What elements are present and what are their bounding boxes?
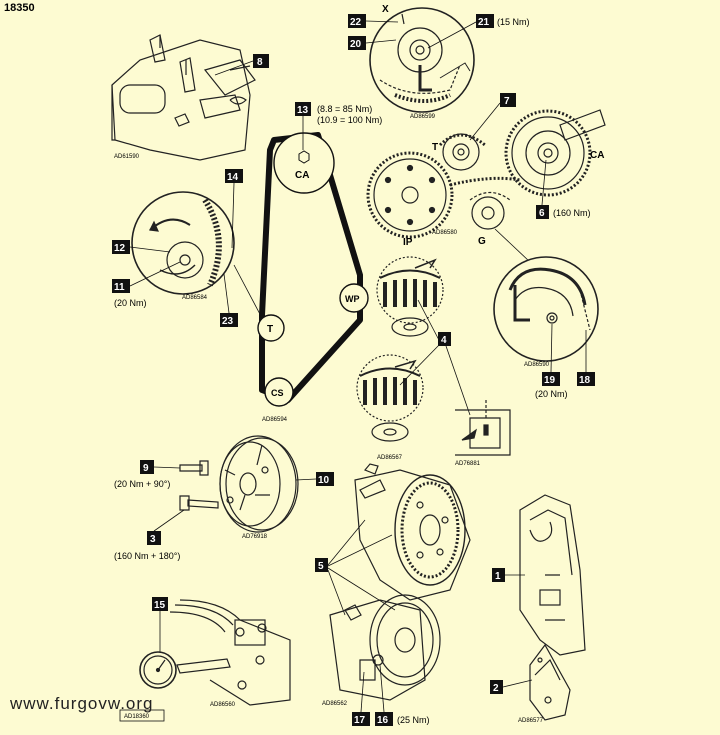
engine-block-illustration	[354, 463, 471, 601]
figure-code: AD86590	[524, 362, 550, 368]
callout-11: 11	[114, 282, 125, 293]
pump-bracket-detail	[455, 400, 511, 456]
document-number: 18350	[4, 2, 35, 14]
torque-9: (20 Nm + 90°)	[114, 479, 170, 489]
callout-12: 12	[114, 243, 126, 254]
tensioner-detail-circle	[369, 7, 475, 113]
figure-code: AD61590	[114, 154, 140, 160]
timing-mark-detail-lower	[356, 354, 424, 442]
label-g: G	[478, 236, 486, 247]
callout-17: 17	[354, 715, 366, 726]
label-ip: IP	[403, 237, 413, 248]
callout-23: 23	[222, 316, 234, 327]
figure-code: AD86562	[322, 701, 348, 707]
timing-mark-detail-upper	[376, 256, 444, 337]
crank-sprocket-detail-circle	[131, 191, 235, 295]
figure-code: AD76918	[242, 534, 268, 540]
callout-7: 7	[504, 96, 510, 107]
torque-21: (15 Nm)	[497, 17, 530, 27]
label-t: T	[432, 142, 438, 153]
idler-g-detail	[469, 191, 511, 230]
callout-4: 4	[441, 335, 447, 346]
water-pump-pulley: WP	[339, 283, 369, 313]
pulley-label-wp: WP	[345, 294, 360, 304]
callout-6: 6	[539, 208, 545, 219]
callout-16: 16	[377, 715, 389, 726]
torque-3: (160 Nm + 180°)	[114, 551, 180, 561]
timing-belt-cover	[519, 494, 586, 656]
idler-detail-circle	[493, 256, 599, 362]
injection-pump-sprocket	[366, 151, 521, 239]
torque-19: (20 Nm)	[535, 389, 568, 399]
callout-9: 9	[143, 463, 149, 474]
lower-cover-bracket	[529, 643, 571, 721]
torque-6: (160 Nm)	[553, 208, 591, 218]
callout-3: 3	[150, 534, 156, 545]
cylinder-head-illustration	[111, 34, 256, 161]
figure-code: AD76881	[455, 461, 481, 467]
pulley-label-ca: CA	[295, 170, 309, 181]
tensioner-sprocket-detail	[438, 133, 486, 171]
injection-pump-lower	[329, 594, 441, 701]
crankshaft-sprocket: CS	[264, 377, 294, 407]
tensioner-pulley: T	[257, 314, 285, 342]
torque-13-grade-109: (10.9 = 100 Nm)	[317, 115, 382, 125]
callout-14: 14	[227, 172, 239, 183]
pulley-label-t: T	[267, 324, 273, 335]
callout-18: 18	[579, 375, 591, 386]
figure-code-boxed: AD18360	[124, 714, 150, 720]
callout-2: 2	[493, 683, 499, 694]
callout-22: 22	[350, 17, 362, 28]
callout-5: 5	[318, 561, 324, 572]
callout-21: 21	[478, 17, 490, 28]
label-ca: CA	[590, 150, 604, 161]
crankshaft-bolt	[179, 495, 219, 511]
callout-13: 13	[297, 105, 309, 116]
camshaft-pulley: CA	[273, 132, 335, 194]
callout-10: 10	[318, 475, 330, 486]
figure-code: AD86580	[432, 230, 458, 236]
callout-19: 19	[544, 375, 556, 386]
pulley-bolt-small	[179, 460, 209, 476]
torque-16: (25 Nm)	[397, 715, 430, 725]
dial-gauge-illustration	[139, 599, 291, 706]
torque-11: (20 Nm)	[114, 298, 147, 308]
figure-code: AD86584	[182, 295, 208, 301]
watermark: www.furgovw.org	[10, 694, 154, 713]
figure-code: AD86577	[518, 718, 544, 724]
figure-code: AD86567	[377, 455, 403, 461]
callout-8: 8	[257, 57, 263, 68]
figure-code: AD86560	[210, 702, 236, 708]
camshaft-sprocket-detail	[504, 109, 606, 197]
label-x: X	[382, 4, 389, 15]
figure-code: AD86594	[262, 417, 288, 423]
figure-code: AD86599	[410, 114, 436, 120]
crankshaft-pulley	[219, 435, 299, 533]
torque-13-grade-88: (8.8 = 85 Nm)	[317, 104, 372, 114]
callout-15: 15	[154, 600, 166, 611]
pulley-label-cs: CS	[271, 388, 284, 398]
callout-20: 20	[350, 39, 362, 50]
callout-1: 1	[495, 571, 501, 582]
